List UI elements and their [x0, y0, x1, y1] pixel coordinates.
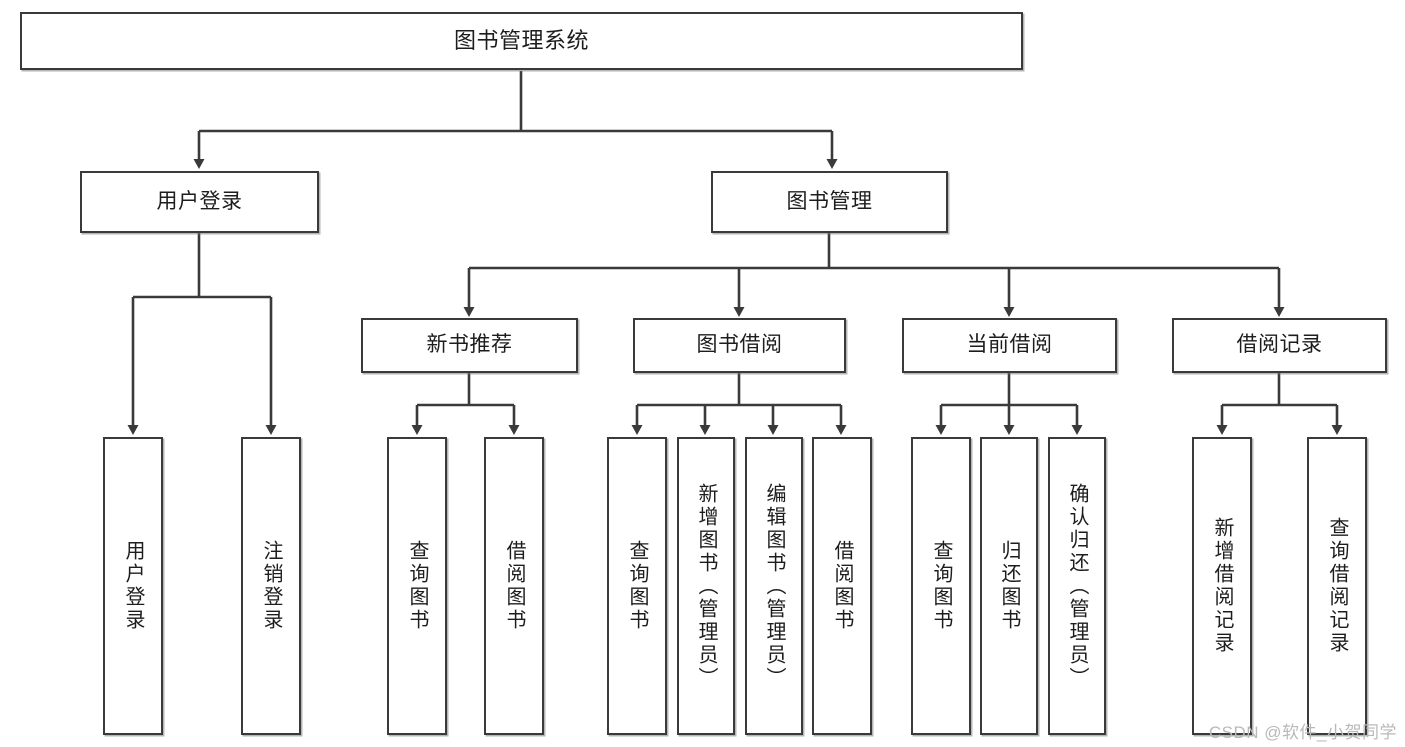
node-label: 图书管理系统 — [453, 28, 589, 54]
node-root-system[interactable]: 图书管理系统 — [20, 12, 1023, 70]
node-borrow-record[interactable]: 借阅记录 — [1172, 318, 1387, 373]
node-label: 新增图书（管理员） — [695, 482, 717, 690]
node-label: 借阅图书 — [503, 540, 525, 632]
node-book-manage[interactable]: 图书管理 — [711, 171, 948, 233]
node-leaf-confirm-return[interactable]: 确认归还（管理员） — [1048, 437, 1106, 735]
node-label: 借阅图书 — [831, 540, 853, 632]
node-leaf-query-borrow-record[interactable]: 查询借阅记录 — [1307, 437, 1367, 735]
node-leaf-query-book-current[interactable]: 查询图书 — [911, 437, 971, 735]
node-label: 编辑图书（管理员） — [763, 482, 785, 690]
node-label: 用户登录 — [156, 189, 243, 213]
node-leaf-add-borrow-record[interactable]: 新增借阅记录 — [1192, 437, 1252, 735]
node-label: 查询图书 — [930, 540, 952, 632]
node-label: 图书管理 — [786, 189, 873, 213]
node-label: 查询借阅记录 — [1326, 517, 1348, 655]
node-label: 确认归还（管理员） — [1066, 482, 1088, 690]
node-new-book-recommend[interactable]: 新书推荐 — [361, 318, 578, 373]
node-label: 查询图书 — [406, 540, 428, 632]
node-leaf-query-book-new[interactable]: 查询图书 — [387, 437, 447, 735]
node-leaf-query-book-borrow[interactable]: 查询图书 — [607, 437, 667, 735]
node-leaf-return-book[interactable]: 归还图书 — [980, 437, 1038, 735]
node-label: 注销登录 — [260, 540, 282, 632]
node-leaf-user-login[interactable]: 用户登录 — [103, 437, 163, 735]
node-current-borrow[interactable]: 当前借阅 — [902, 318, 1117, 373]
node-leaf-add-book[interactable]: 新增图书（管理员） — [677, 437, 735, 735]
node-label: 借阅记录 — [1236, 333, 1323, 357]
node-label: 归还图书 — [998, 540, 1020, 632]
watermark-text: CSDN @软件_小贺同学 — [1208, 723, 1397, 742]
node-leaf-user-logout[interactable]: 注销登录 — [241, 437, 301, 735]
node-leaf-borrow-book[interactable]: 借阅图书 — [812, 437, 872, 735]
node-book-borrow[interactable]: 图书借阅 — [633, 318, 846, 373]
node-label: 图书借阅 — [696, 333, 783, 357]
node-label: 新书推荐 — [426, 333, 513, 357]
node-label: 用户登录 — [122, 540, 144, 632]
node-label: 查询图书 — [626, 540, 648, 632]
node-label: 新增借阅记录 — [1211, 517, 1233, 655]
node-label: 当前借阅 — [966, 333, 1053, 357]
node-leaf-borrow-book-new[interactable]: 借阅图书 — [484, 437, 544, 735]
node-leaf-edit-book[interactable]: 编辑图书（管理员） — [745, 437, 803, 735]
node-user-login[interactable]: 用户登录 — [80, 171, 319, 233]
